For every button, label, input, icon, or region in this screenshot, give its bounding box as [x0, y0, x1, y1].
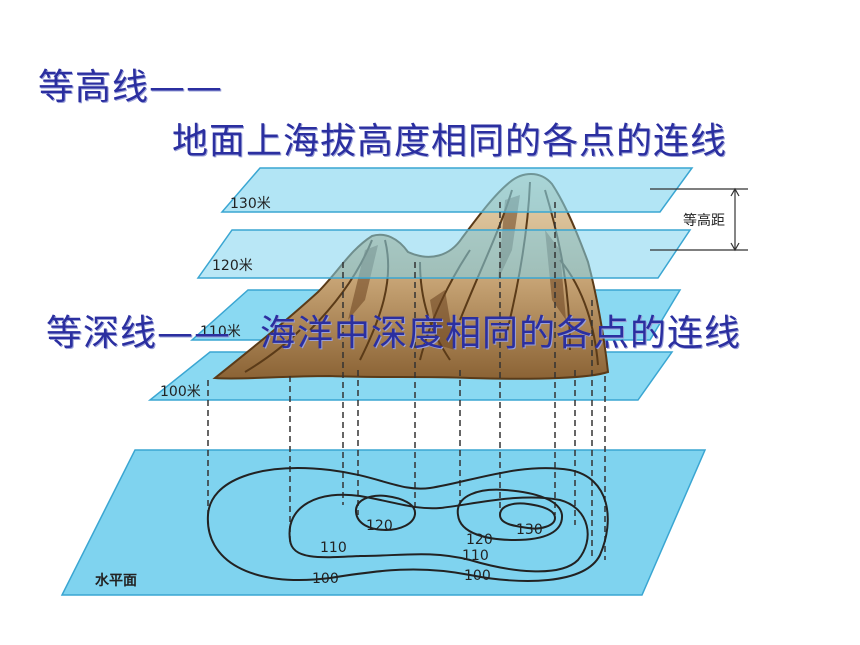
isobath-heading: 等深线——	[46, 304, 231, 356]
isobath-dash: ——	[157, 313, 232, 354]
contour-lines	[206, 467, 609, 582]
plane-120	[196, 229, 692, 279]
base-plane-label: 水平面	[95, 572, 137, 589]
contour-term: 等高线	[38, 67, 150, 108]
contour-heading: 等高线——	[38, 58, 223, 110]
interval-bracket	[650, 187, 748, 252]
contour-label-100-left: 100	[312, 571, 339, 587]
contour-label-100-right: 100	[464, 568, 491, 584]
contour-label-120-left: 120	[366, 518, 393, 534]
contour-label-120-right: 120	[466, 532, 493, 548]
plane-label-100: 100米	[160, 384, 201, 400]
plane-label-130: 130米	[230, 196, 271, 212]
contour-dash: ——	[149, 67, 224, 108]
plane-label-120: 120米	[212, 258, 253, 274]
interval-label: 等高距	[683, 212, 725, 229]
contour-label-110-left: 110	[320, 540, 347, 556]
contour-label-130: 130	[516, 522, 543, 538]
projection-lines	[207, 202, 606, 560]
contour-label-110-right: 110	[462, 548, 489, 564]
plane-130	[220, 167, 694, 213]
isobath-definition: 海洋中深度相同的各点的连线	[260, 313, 742, 354]
plane-label-110: 110米	[200, 324, 241, 340]
contour-definition: 地面上海拔高度相同的各点的连线	[172, 121, 728, 162]
isobath-term: 等深线	[46, 313, 158, 354]
